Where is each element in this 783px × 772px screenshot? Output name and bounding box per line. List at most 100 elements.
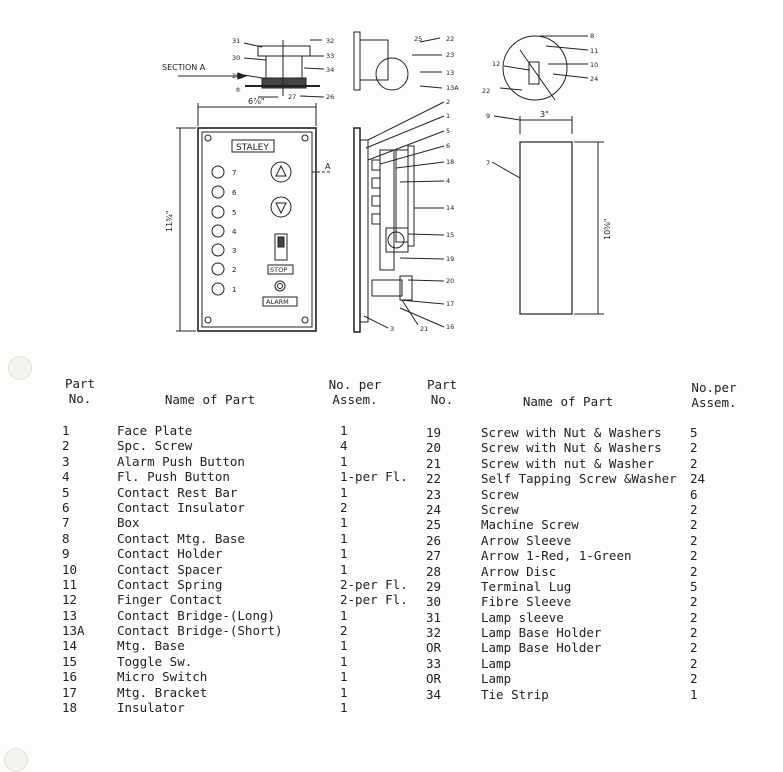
header-name-of-part-right: Name of Part — [522, 394, 614, 409]
callout-number: 32 — [326, 37, 334, 45]
parts-row: OR Lamp 2 — [426, 671, 766, 686]
part-number: 21 — [426, 455, 442, 471]
callout-number: 22 — [482, 87, 490, 95]
spring-detail-drawing — [499, 35, 589, 101]
quantity-per-assembly: 6 — [690, 486, 698, 502]
part-number: 13A — [62, 623, 85, 639]
part-name: Terminal Lug — [481, 578, 572, 594]
part-name: Contact Bridge-(Long) — [117, 607, 276, 623]
quantity-per-assembly: 2 — [340, 623, 348, 639]
part-name: Finger Contact — [117, 592, 223, 608]
parts-row: 12 Finger Contact 2-per Fl. — [62, 592, 422, 607]
header-per-assem-right: No.per Assem. — [691, 380, 737, 410]
part-name: Self Tapping Screw &Washer — [481, 471, 677, 487]
part-number: 31 — [426, 609, 442, 625]
part-name: Contact Insulator — [117, 499, 245, 515]
header-part-no-right: Part No. — [426, 377, 458, 407]
callout-number: 7 — [486, 159, 490, 167]
quantity-per-assembly: 2 — [690, 671, 698, 687]
quantity-per-assembly: 2 — [690, 563, 698, 579]
quantity-per-assembly: 2 — [690, 609, 698, 625]
part-name: Lamp Base Holder — [481, 640, 602, 656]
header-per-assem: No. per Assem. — [328, 377, 382, 407]
quantity-per-assembly: 2 — [690, 532, 698, 548]
part-name: Contact Holder — [117, 546, 223, 562]
part-name: Screw — [481, 501, 519, 517]
callout-number: 14 — [446, 204, 454, 212]
part-number: 22 — [426, 471, 442, 487]
callout-number: 18 — [446, 158, 454, 166]
callout-number: 12 — [492, 60, 500, 68]
part-number: 23 — [426, 486, 442, 502]
quantity-per-assembly: 1 — [340, 453, 348, 469]
part-name: Fibre Sleeve — [481, 594, 572, 610]
part-name: Micro Switch — [117, 669, 208, 685]
quantity-per-assembly: 1 — [340, 684, 348, 700]
quantity-per-assembly: 1 — [340, 530, 348, 546]
part-number: 18 — [62, 700, 78, 716]
part-number: 7 — [62, 515, 70, 531]
part-number: 4 — [62, 469, 70, 485]
part-name: Machine Screw — [481, 517, 579, 533]
callout-number: 31 — [232, 37, 240, 45]
section-a-label: SECTION A — [162, 63, 206, 72]
callout-number: 16 — [446, 323, 454, 331]
part-number: 24 — [426, 501, 442, 517]
callout-number: 33 — [326, 52, 334, 60]
callout-number: 21 — [420, 325, 428, 333]
part-number: 19 — [426, 425, 442, 440]
part-number: 32 — [426, 625, 442, 641]
part-number: 5 — [62, 484, 70, 500]
part-number: 12 — [62, 592, 78, 608]
callout-number: 26 — [326, 93, 334, 101]
callout-number: 27 — [288, 93, 296, 101]
part-number: OR — [426, 671, 442, 687]
quantity-per-assembly: 1 — [340, 669, 348, 685]
part-number: 6 — [62, 499, 70, 515]
part-number: OR — [426, 640, 442, 656]
part-number: 9 — [62, 546, 70, 562]
part-number: 13 — [62, 607, 78, 623]
side-view-drawing — [353, 31, 445, 333]
parts-row: OR Lamp Base Holder 2 — [426, 640, 766, 655]
part-name: Lamp — [481, 671, 512, 687]
dim-box-width-label: 3" — [540, 110, 549, 119]
parts-row: 9 Contact Holder 1 — [62, 546, 422, 561]
part-number: 16 — [62, 669, 78, 685]
part-name: Screw with Nut & Washers — [481, 440, 662, 456]
part-name: Spc. Screw — [117, 438, 193, 454]
quantity-per-assembly: 1 — [340, 546, 348, 562]
callout-number: 28 — [232, 72, 240, 80]
floor-number-label: 7 — [232, 169, 236, 177]
callout-number: 5 — [446, 127, 450, 135]
part-name: Contact Mtg. Base — [117, 530, 245, 546]
quantity-per-assembly: 4 — [340, 438, 348, 454]
callout-number: 17 — [446, 300, 454, 308]
punch-hole-top — [8, 356, 32, 380]
callout-number: 13A — [446, 84, 459, 92]
quantity-per-assembly: 1 — [340, 607, 348, 623]
part-number: 1 — [62, 423, 70, 438]
quantity-per-assembly: 2 — [690, 640, 698, 656]
part-number: 25 — [426, 517, 442, 533]
callout-number: 10 — [590, 61, 598, 69]
part-number: 33 — [426, 655, 442, 671]
quantity-per-assembly: 5 — [690, 578, 698, 594]
floor-number-label: 6 — [232, 189, 237, 197]
part-name: Lamp — [481, 655, 512, 671]
dim-box-height-label: 10⅝" — [603, 218, 612, 240]
quantity-per-assembly: 2-per Fl. — [340, 592, 408, 608]
part-name: Insulator — [117, 700, 185, 716]
